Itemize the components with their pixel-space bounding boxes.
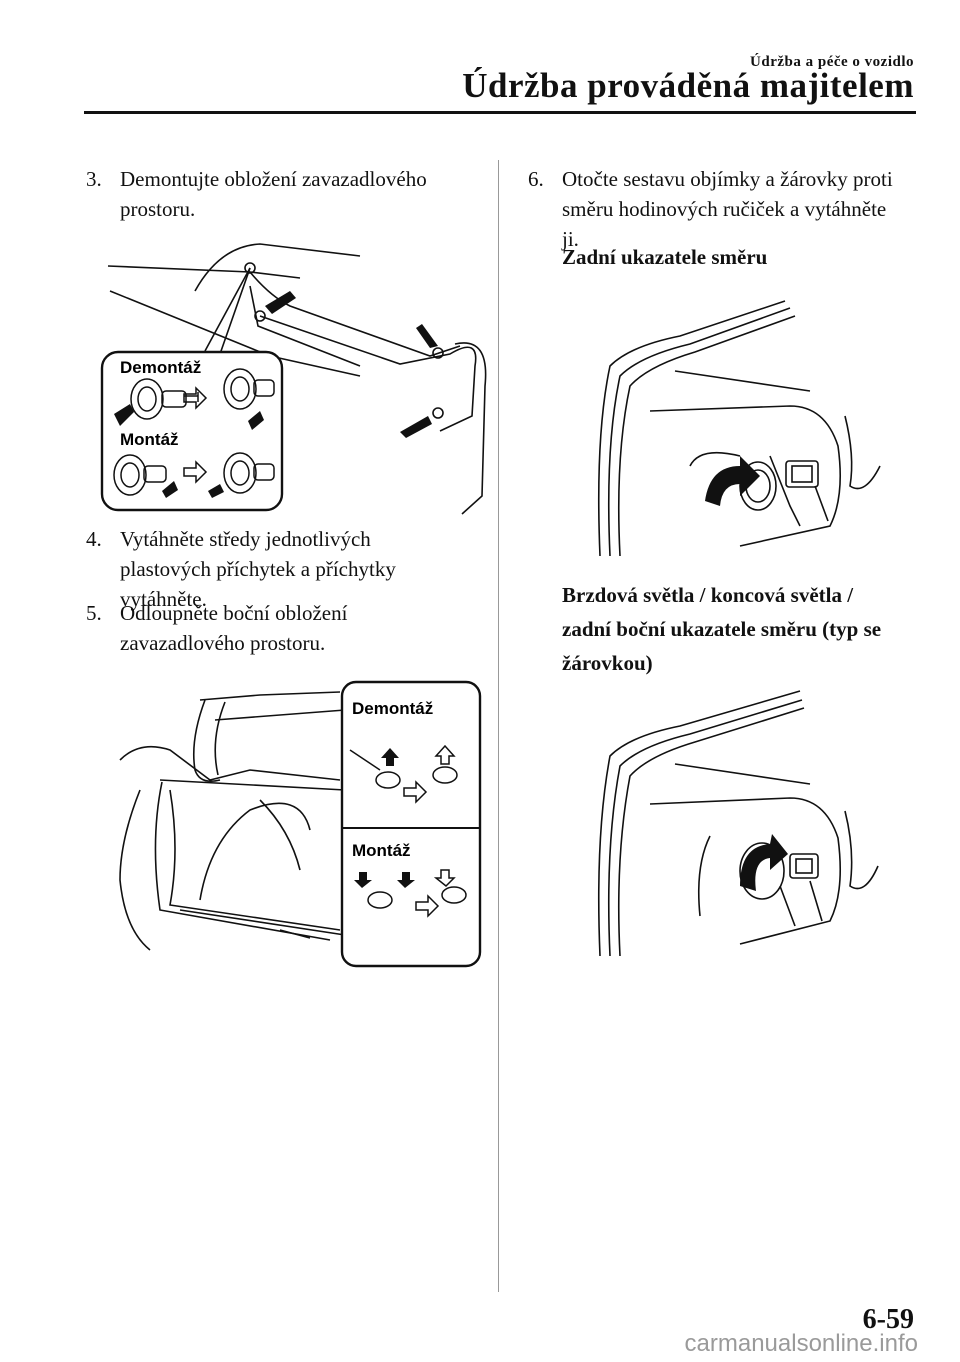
subheading-rear-turn-signal: Zadní ukazatele směru xyxy=(562,245,768,269)
subheading-brake-lights: Brzdová světla / koncová světla / zadní … xyxy=(562,583,882,675)
fig1-install-label: Montáž xyxy=(120,430,179,449)
side-trim-illustration: Demontáž Montáž xyxy=(119,680,482,968)
section-header: Údržba a péče o vozidlo xyxy=(750,54,914,70)
header-rule xyxy=(84,111,916,114)
step-5: 5. Odloupněte boční obložení zavazadlové… xyxy=(86,601,348,655)
fig2-removal-label: Demontáž xyxy=(352,699,433,718)
step-6: 6. Otočte sestavu objímky a žárovky prot… xyxy=(528,167,893,251)
watermark: carmanualsonline.info xyxy=(684,1330,918,1357)
step-3: 3. Demontujte obložení zavazadlového pro… xyxy=(86,167,427,221)
step-4: 4. Vytáhněte středy jednotlivých plastov… xyxy=(86,527,396,611)
trunk-trim-illustration: Demontáž Montáž xyxy=(100,243,487,515)
rear-turn-signal-illustration xyxy=(597,300,881,557)
fig1-removal-label: Demontáž xyxy=(120,358,201,377)
page-number: 6-59 xyxy=(862,1304,914,1335)
page-title: Údržba prováděná majitelem xyxy=(462,66,914,105)
fig2-install-label: Montáž xyxy=(352,841,411,860)
brake-light-illustration xyxy=(597,690,879,957)
column-divider xyxy=(498,160,499,1292)
